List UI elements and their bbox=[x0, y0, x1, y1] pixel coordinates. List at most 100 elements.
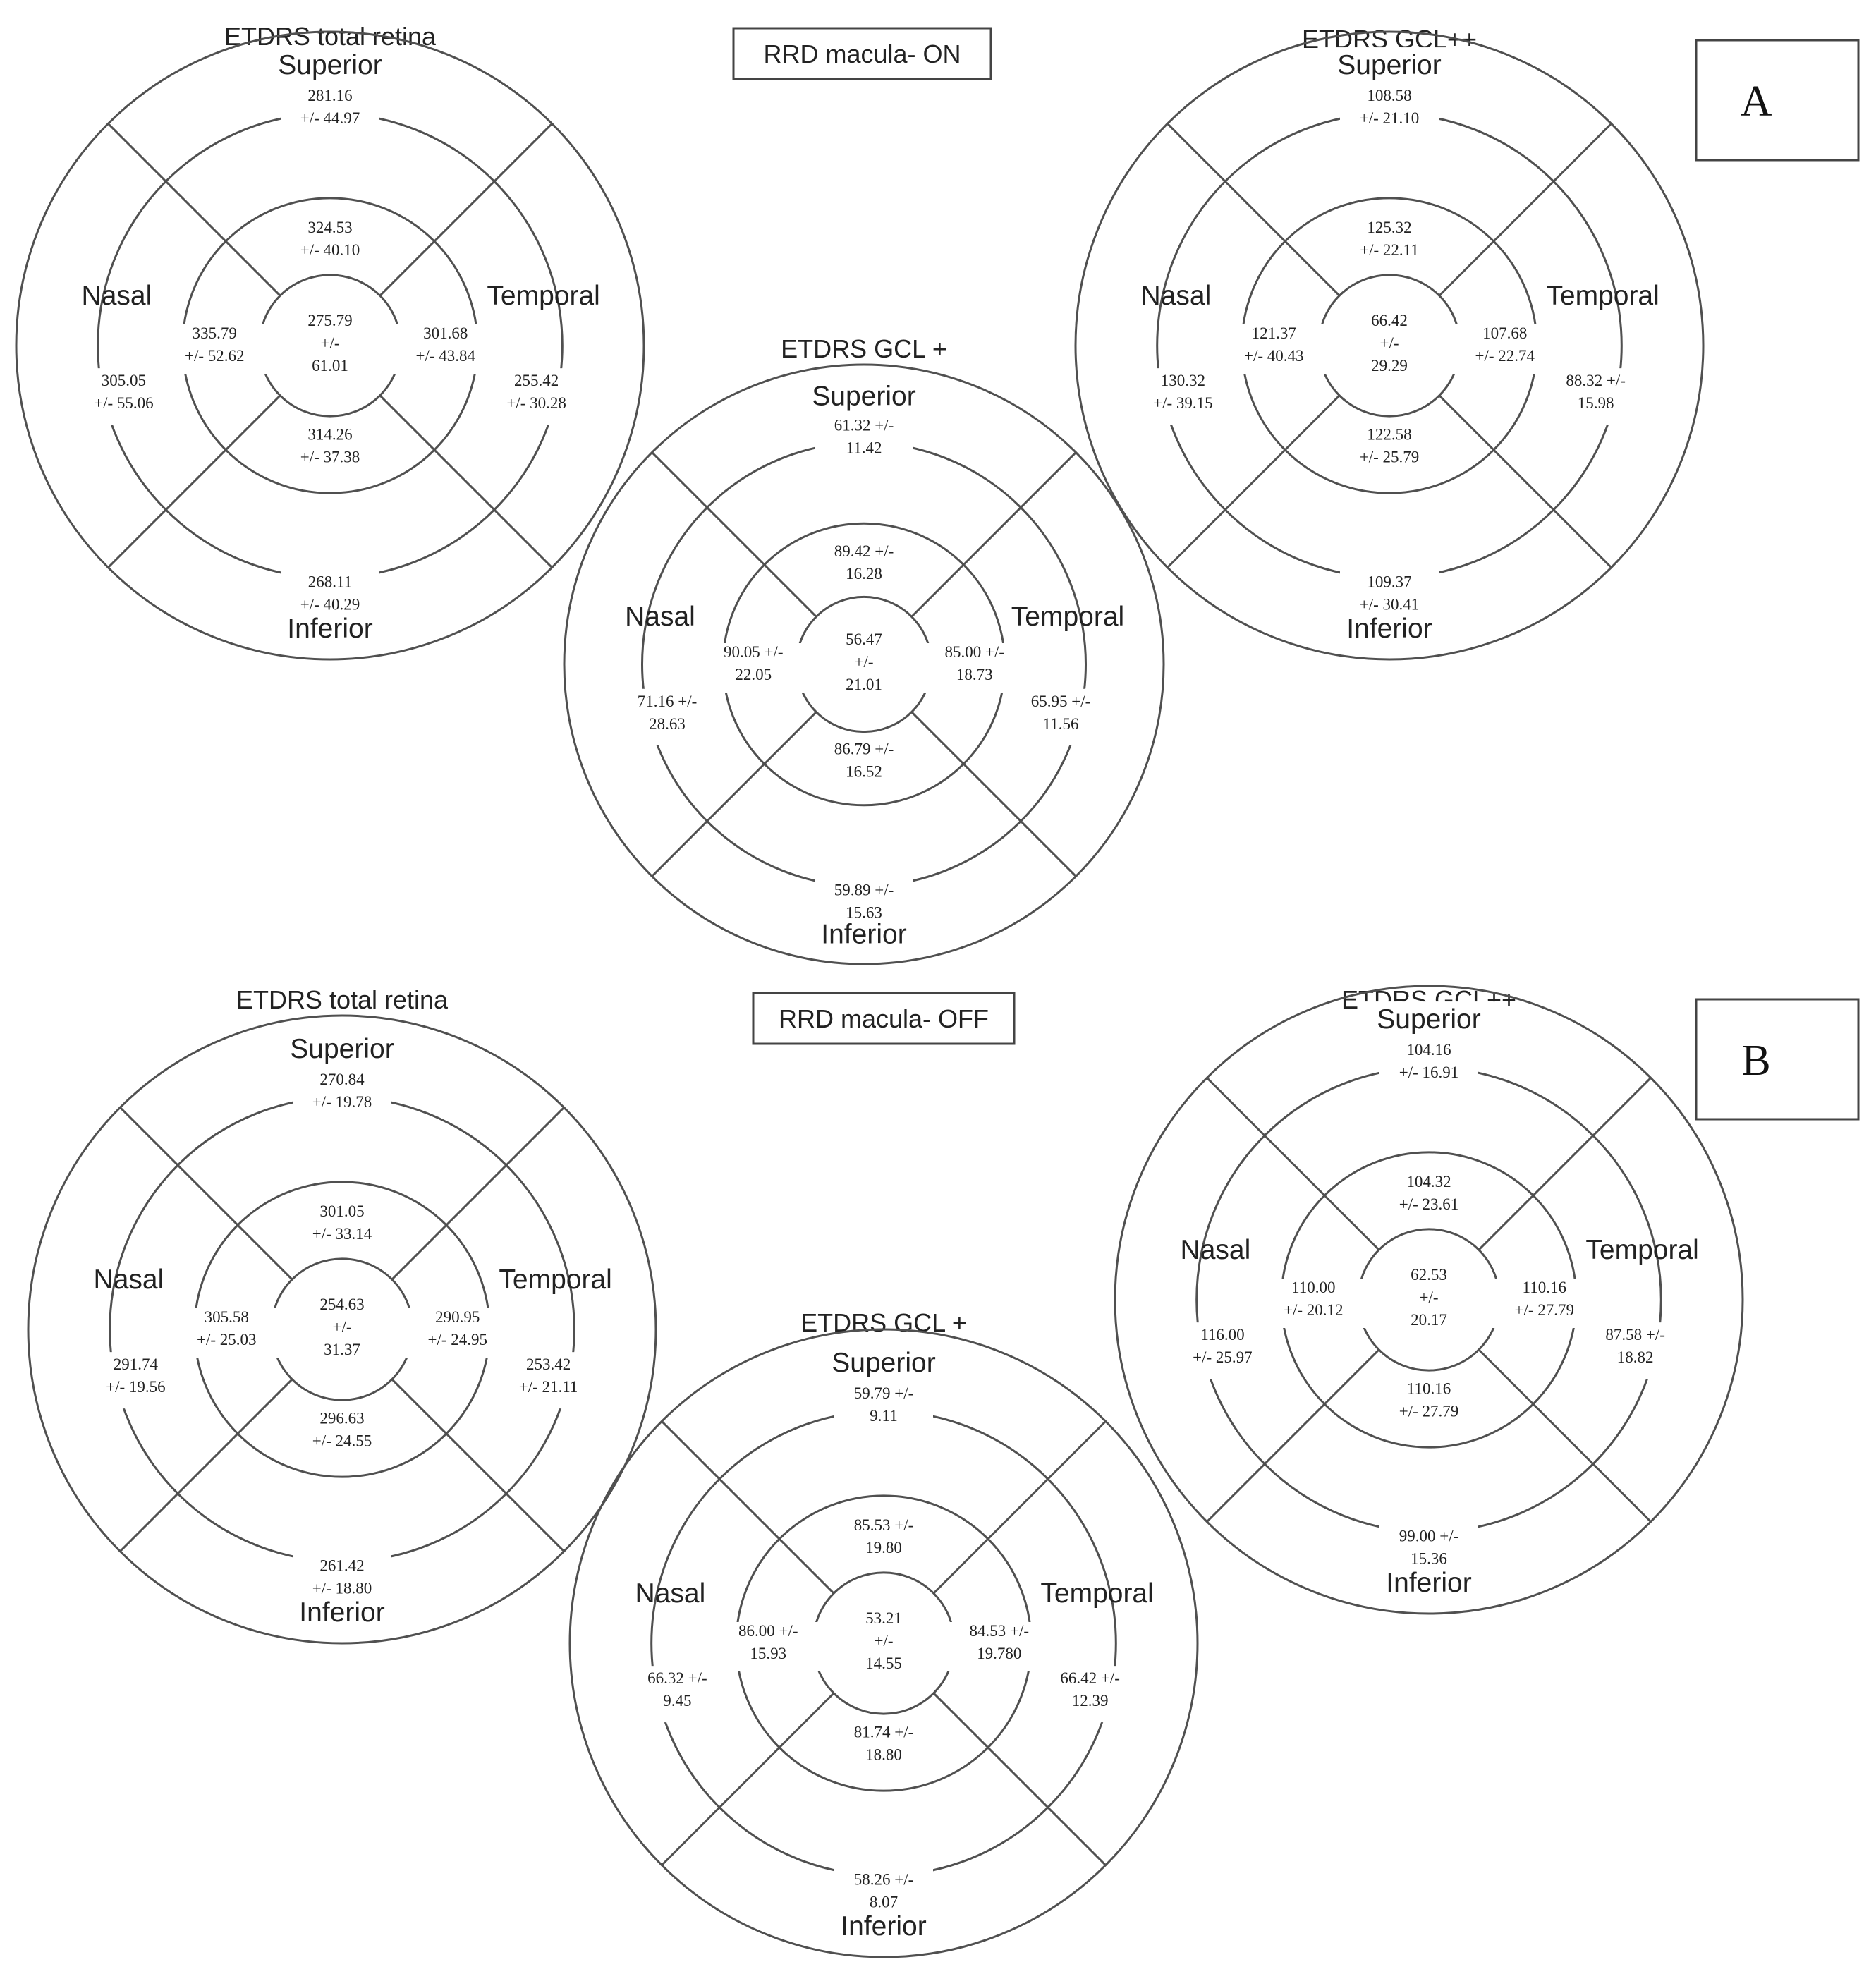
label-gap bbox=[293, 1066, 391, 1116]
direction-nasal: Nasal bbox=[94, 1265, 164, 1295]
sector-divider bbox=[651, 711, 817, 877]
inner-nasal-value-line-2: 22.05 bbox=[735, 666, 772, 683]
center-value-line-1: 275.79 bbox=[307, 312, 352, 329]
outer-ring bbox=[1114, 985, 1744, 1615]
sector-divider bbox=[119, 1107, 293, 1281]
outer-nasal-value-line-2: +/- 39.15 bbox=[1153, 394, 1213, 412]
outer-nasal-value-line-2: +/- 19.56 bbox=[106, 1378, 166, 1396]
inner-inferior-value-line-2: 18.80 bbox=[865, 1746, 902, 1764]
label-gap bbox=[1126, 368, 1240, 425]
inner-superior-value-line-2: +/- 23.61 bbox=[1399, 1195, 1459, 1213]
direction-nasal: Nasal bbox=[1141, 281, 1212, 311]
center-value-line-1: 254.63 bbox=[319, 1296, 364, 1313]
inner-superior-value-line-1: 301.05 bbox=[319, 1202, 364, 1220]
direction-inferior: Inferior bbox=[841, 1911, 926, 1942]
center-value-line-3: 61.01 bbox=[312, 357, 348, 374]
outer-superior-value-line-2: +/- 21.10 bbox=[1360, 109, 1420, 127]
outer-temporal-value-line-1: 65.95 +/- bbox=[1031, 693, 1091, 710]
label-gap bbox=[281, 83, 379, 133]
outer-superior-value-line-1: 104.16 bbox=[1406, 1041, 1451, 1059]
sector-divider bbox=[1206, 1348, 1380, 1523]
sector-divider bbox=[1438, 394, 1612, 568]
outer-inferior-value-line-2: +/- 40.29 bbox=[300, 596, 360, 614]
label-gap bbox=[1340, 569, 1439, 619]
direction-temporal: Temporal bbox=[1011, 602, 1124, 632]
inner-superior-value-line-2: 19.80 bbox=[865, 1539, 902, 1556]
outer-superior-value-line-2: 11.42 bbox=[846, 439, 882, 457]
direction-inferior: Inferior bbox=[287, 614, 372, 644]
outer-temporal-value-line-2: 15.98 bbox=[1578, 394, 1614, 412]
sector-divider bbox=[391, 1378, 565, 1552]
panel-label-box bbox=[1695, 998, 1860, 1121]
inner-temporal-value-line-1: 107.68 bbox=[1482, 324, 1527, 342]
inner-nasal-value-line-1: 86.00 +/- bbox=[738, 1622, 798, 1640]
label-gap bbox=[480, 368, 593, 425]
direction-superior: Superior bbox=[1337, 50, 1441, 80]
inner-temporal-value-line-2: 19.780 bbox=[977, 1645, 1021, 1662]
outer-temporal-value-line-2: +/- 21.11 bbox=[519, 1378, 578, 1396]
center-value-line-3: 20.17 bbox=[1411, 1311, 1447, 1329]
outer-superior-value-line-1: 59.79 +/- bbox=[854, 1384, 914, 1402]
label-gap bbox=[1451, 324, 1558, 374]
inner-temporal-value-line-2: +/- 22.74 bbox=[1475, 347, 1535, 365]
sector-divider bbox=[1478, 1348, 1652, 1523]
label-gap bbox=[404, 1308, 511, 1358]
label-gap bbox=[1340, 83, 1439, 133]
outer-temporal-value-line-1: 88.32 +/- bbox=[1566, 372, 1626, 389]
inner-nasal-value-line-2: +/- 40.43 bbox=[1244, 347, 1304, 365]
inner-nasal-value-line-2: +/- 25.03 bbox=[197, 1331, 257, 1348]
direction-superior: Superior bbox=[278, 50, 382, 80]
inner-inferior-value-line-2: 16.52 bbox=[846, 763, 882, 781]
inner-inferior-value-line-1: 296.63 bbox=[319, 1410, 364, 1427]
inner-temporal-value-line-1: 84.53 +/- bbox=[969, 1622, 1029, 1640]
center-value-line-3: 31.37 bbox=[324, 1341, 360, 1358]
center-value-line-2: +/- bbox=[1379, 334, 1399, 352]
sector-divider bbox=[1478, 1077, 1652, 1251]
label-gap bbox=[1539, 368, 1652, 425]
condition-box bbox=[752, 992, 1016, 1045]
center-value-line-1: 66.42 bbox=[1371, 312, 1408, 329]
label-gap bbox=[946, 1622, 1052, 1671]
outer-ring bbox=[27, 1014, 657, 1645]
inner-inferior-value-line-1: 86.79 +/- bbox=[834, 741, 894, 758]
inner-superior-value-line-2: 16.28 bbox=[846, 565, 882, 583]
label-gap bbox=[1033, 1666, 1147, 1723]
inner-temporal-value-line-1: 110.16 bbox=[1523, 1279, 1566, 1296]
label-gap bbox=[1221, 324, 1327, 374]
inner-nasal-value-line-2: +/- 52.62 bbox=[185, 347, 245, 365]
label-gap bbox=[492, 1352, 605, 1409]
label-gap bbox=[921, 643, 1028, 693]
label-gap bbox=[715, 1622, 822, 1671]
outer-inferior-value-line-1: 261.42 bbox=[319, 1557, 364, 1575]
inner-temporal-value-line-2: +/- 43.84 bbox=[415, 347, 475, 365]
direction-superior: Superior bbox=[1377, 1004, 1480, 1035]
sector-divider bbox=[379, 123, 553, 297]
outer-nasal-value-line-1: 71.16 +/- bbox=[638, 693, 698, 710]
inner-temporal-value-line-1: 85.00 +/- bbox=[944, 643, 1004, 661]
label-gap bbox=[1578, 1322, 1692, 1379]
sector-divider bbox=[932, 1420, 1107, 1595]
sector-divider bbox=[651, 451, 817, 618]
grid-title: ETDRS GCL + bbox=[781, 334, 947, 363]
direction-temporal: Temporal bbox=[499, 1265, 611, 1295]
direction-nasal: Nasal bbox=[635, 1578, 706, 1609]
outer-nasal-value-line-2: +/- 25.97 bbox=[1193, 1348, 1253, 1366]
direction-superior: Superior bbox=[812, 381, 915, 411]
sector-divider bbox=[107, 123, 281, 297]
inner-superior-value-line-2: +/- 40.10 bbox=[300, 241, 360, 259]
label-gap bbox=[1491, 1279, 1597, 1328]
label-gap bbox=[797, 378, 931, 415]
outer-nasal-value-line-1: 116.00 bbox=[1200, 1326, 1244, 1343]
outer-superior-value-line-1: 281.16 bbox=[307, 87, 352, 104]
inner-nasal-value-line-2: 15.93 bbox=[750, 1645, 786, 1662]
label-gap bbox=[1166, 1322, 1279, 1379]
inner-nasal-value-line-1: 90.05 +/- bbox=[724, 643, 784, 661]
direction-temporal: Temporal bbox=[1040, 1578, 1153, 1609]
label-gap bbox=[281, 569, 379, 619]
